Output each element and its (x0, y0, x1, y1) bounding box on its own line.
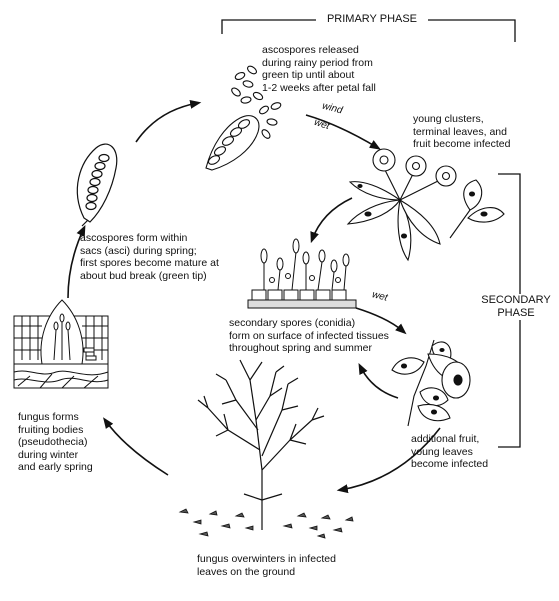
label-line: young clusters, (413, 113, 484, 125)
label-line: become infected (411, 458, 489, 470)
label-line: fruit become infected (413, 138, 511, 150)
arrow-tree-to-pseudothecia (103, 417, 169, 476)
young-cluster-illustration (346, 148, 505, 262)
label-line: young leaves (411, 445, 473, 458)
label-line: form on surface of infected tissues (229, 329, 389, 342)
label-ascospores-form: ascospores form within sacs (asci) durin… (80, 232, 219, 282)
label-fruiting-bodies: fungus forms fruiting bodies (pseudothec… (18, 411, 93, 474)
label-line: leaves on the ground (197, 565, 296, 578)
label-line: additional fruit, (411, 433, 480, 445)
label-line: during winter (18, 448, 79, 461)
label-line: fruiting bodies (18, 423, 84, 436)
label-line: green tip until about (262, 69, 355, 81)
arrow-additional-to-conidia (358, 362, 399, 399)
label-line: first spores become mature at (80, 257, 219, 269)
label-ascospores-released: ascospores released during rainy period … (262, 44, 376, 94)
label-line: about bud break (green tip) (80, 269, 207, 282)
arrow-additional-to-ground (336, 427, 441, 494)
arrow-clusters-to-conidia (310, 197, 353, 244)
primary-phase-label: PRIMARY PHASE (316, 13, 428, 26)
label-line: fungus forms (18, 411, 79, 423)
arrow-pseudothecia-to-ascus (67, 224, 86, 299)
tree-illustration (197, 359, 325, 530)
label-secondary-spores: secondary spores (conidia) form on surfa… (229, 317, 389, 355)
label-line: terminal leaves, and (413, 125, 507, 138)
label-line: during rainy period from (262, 56, 373, 69)
pseudothecium-illustration (13, 299, 109, 389)
arrow-conidia-to-additional (355, 307, 407, 335)
released-ascospores-illustration (205, 65, 282, 171)
label-line: secondary spores (conidia) (229, 317, 356, 329)
conidia-illustration (247, 238, 357, 309)
label-line: 1-2 weeks after petal fall (262, 81, 376, 94)
secondary-phase-label: SECONDARY PHASE (476, 294, 556, 320)
additional-fruit-illustration (391, 339, 471, 427)
arrow-released-to-clusters (305, 114, 381, 150)
label-line: (pseudothecia) (18, 436, 88, 448)
fallen-leaves-illustration (178, 508, 354, 539)
label-line: fungus overwinters in infected (197, 553, 336, 565)
label-line: throughout spring and summer (229, 342, 372, 354)
ascus-illustration (76, 143, 118, 227)
label-line: sacs (asci) during spring; (80, 244, 197, 257)
label-overwinters: fungus overwinters in infected leaves on… (197, 553, 336, 578)
arrow-ascus-to-released (135, 99, 202, 143)
label-young-clusters: young clusters, terminal leaves, and fru… (413, 113, 510, 151)
label-line: ascospores released (262, 44, 359, 56)
label-additional-fruit: additional fruit, young leaves become in… (411, 433, 488, 471)
secondary-phase-line-2: PHASE (497, 307, 535, 319)
secondary-phase-line-1: SECONDARY (481, 294, 551, 306)
label-line: and early spring (18, 461, 93, 473)
label-line: ascospores form within (80, 232, 188, 244)
